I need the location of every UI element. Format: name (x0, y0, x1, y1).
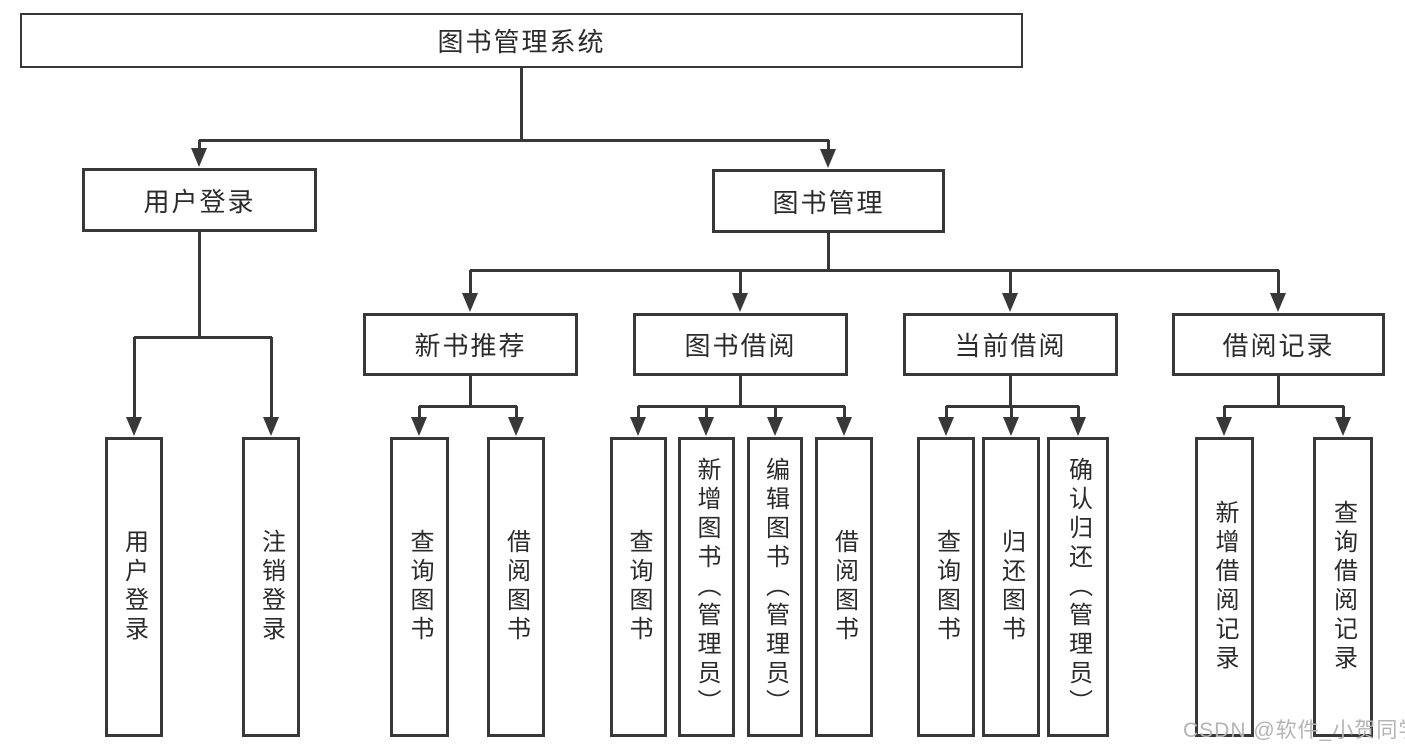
arrow-stem (1223, 406, 1226, 419)
diagram-node-leaf-logout: 注销登录 (242, 437, 300, 737)
watermark: CSDN @软件_小贺同学 (1183, 719, 1405, 742)
connector-line (198, 232, 201, 338)
diagram-node-leaf-query-record: 查询借阅记录 (1313, 437, 1373, 737)
arrow-stem (1010, 406, 1013, 419)
arrowhead-down-icon (820, 149, 836, 168)
connector-line (520, 68, 523, 142)
arrow-stem (515, 406, 518, 419)
arrow-stem (1342, 406, 1345, 419)
diagram-node-book-borrow: 图书借阅 (633, 313, 848, 376)
arrowhead-down-icon (1003, 417, 1019, 436)
arrowhead-down-icon (462, 293, 478, 312)
diagram-node-new-book-recommend: 新书推荐 (363, 313, 578, 376)
connector-line (469, 376, 472, 407)
arrowhead-down-icon (263, 417, 279, 436)
connector-line (470, 269, 1279, 272)
arrowhead-down-icon (1216, 417, 1232, 436)
arrowhead-down-icon (938, 417, 954, 436)
arrow-stem (198, 140, 201, 150)
diagram-node-root: 图书管理系统 (20, 13, 1023, 68)
arrow-stem (945, 406, 948, 419)
arrowhead-down-icon (1270, 293, 1286, 312)
connector-line (1277, 376, 1280, 407)
diagram-node-leaf-borrow-book-1: 借阅图书 (487, 437, 545, 737)
arrowhead-down-icon (1070, 417, 1086, 436)
arrowhead-down-icon (698, 417, 714, 436)
connector-line (638, 405, 845, 408)
connector-line (827, 233, 830, 271)
connector-line (199, 139, 829, 142)
arrow-stem (418, 406, 421, 419)
arrow-stem (469, 270, 472, 295)
arrowhead-down-icon (191, 148, 207, 167)
arrow-stem (637, 406, 640, 419)
diagram-node-leaf-confirm-return: 确认归还（管理员） (1047, 437, 1109, 737)
diagram-node-leaf-borrow-book-2: 借阅图书 (815, 437, 873, 737)
arrow-stem (739, 270, 742, 295)
diagram-node-current-borrow: 当前借阅 (903, 313, 1118, 376)
diagram-node-leaf-return-book: 归还图书 (982, 437, 1040, 737)
connector-line (419, 405, 517, 408)
diagram-node-user-login: 用户登录 (82, 168, 317, 232)
arrow-stem (843, 406, 846, 419)
diagram-node-book-management: 图书管理 (712, 169, 945, 233)
connector-line (1224, 405, 1344, 408)
diagram-node-borrow-records: 借阅记录 (1172, 313, 1385, 376)
diagram-node-leaf-add-book: 新增图书（管理员） (678, 437, 735, 737)
diagram-node-leaf-user-login: 用户登录 (105, 437, 163, 737)
arrowhead-down-icon (732, 293, 748, 312)
arrow-stem (1277, 270, 1280, 295)
diagram-node-leaf-edit-book: 编辑图书（管理员） (747, 437, 803, 737)
connector-line (739, 376, 742, 407)
arrow-stem (1077, 406, 1080, 419)
arrow-stem (270, 337, 273, 419)
arrow-stem (705, 406, 708, 419)
arrow-stem (827, 140, 830, 151)
arrowhead-down-icon (508, 417, 524, 436)
arrowhead-down-icon (836, 417, 852, 436)
connector-line (1009, 376, 1012, 407)
arrowhead-down-icon (126, 417, 142, 436)
diagram-node-leaf-add-record: 新增借阅记录 (1195, 437, 1254, 737)
arrowhead-down-icon (411, 417, 427, 436)
arrow-stem (1009, 270, 1012, 295)
arrow-stem (774, 406, 777, 419)
arrowhead-down-icon (767, 417, 783, 436)
diagram-node-leaf-query-book-1: 查询图书 (390, 437, 449, 737)
connector-line (134, 336, 272, 339)
arrowhead-down-icon (1335, 417, 1351, 436)
arrow-stem (133, 337, 136, 419)
diagram-node-leaf-query-book-2: 查询图书 (610, 437, 667, 737)
arrowhead-down-icon (630, 417, 646, 436)
diagram-node-leaf-query-book-3: 查询图书 (917, 437, 975, 737)
arrowhead-down-icon (1002, 293, 1018, 312)
